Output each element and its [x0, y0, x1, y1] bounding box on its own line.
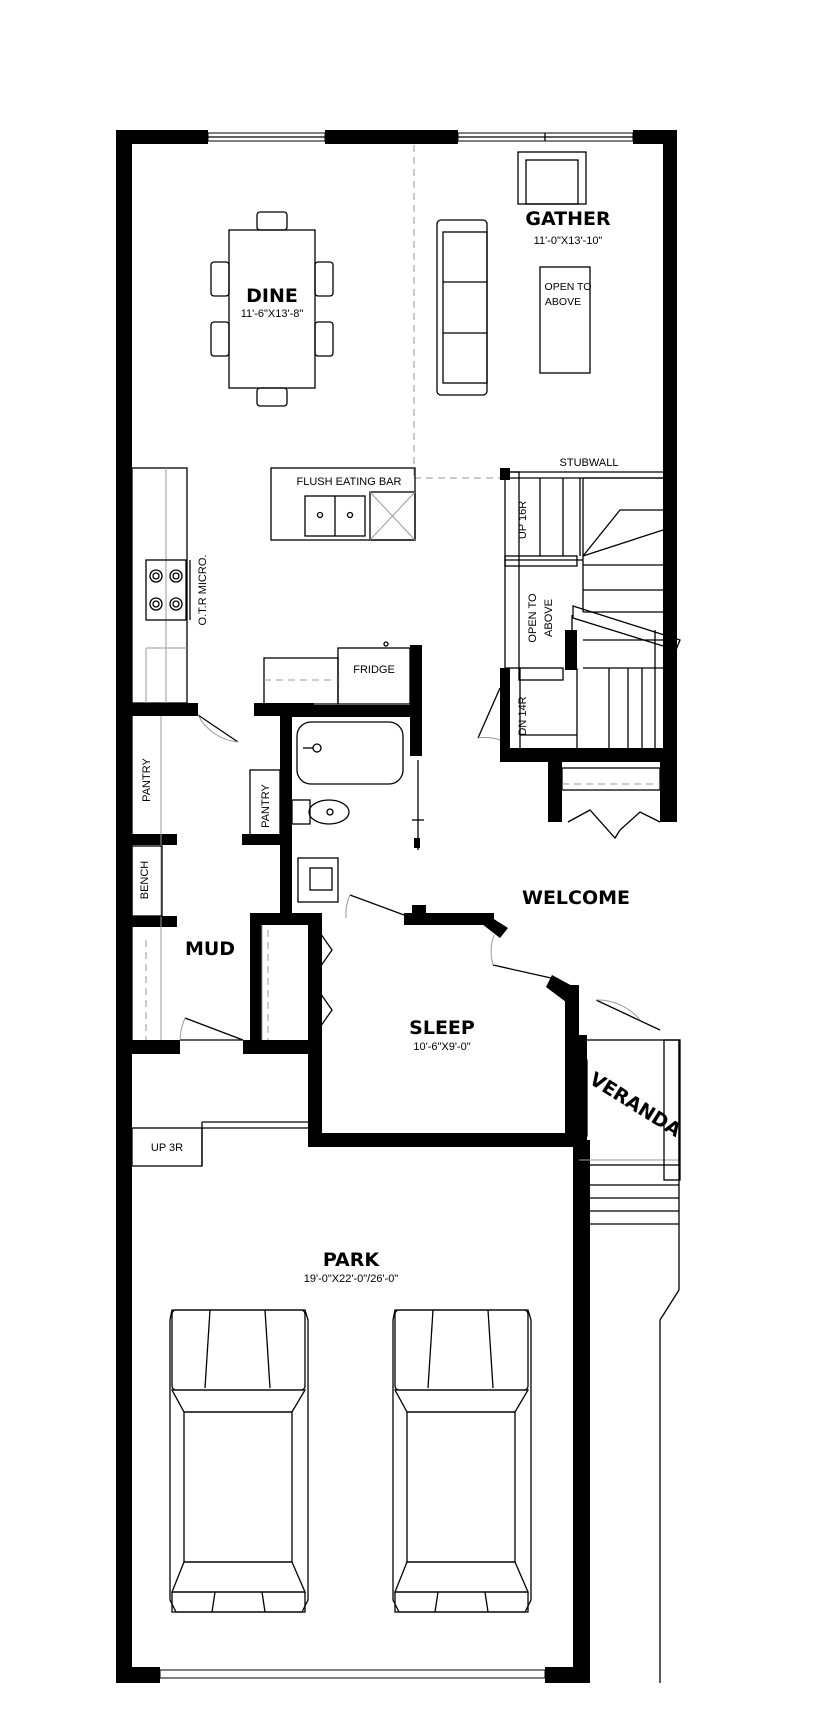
kitchen-island [270, 467, 416, 541]
staircase [504, 471, 681, 748]
pantry-label-2: PANTRY [260, 784, 272, 828]
dine-label: DINE [246, 285, 298, 307]
open-to-above-label-line2: ABOVE [545, 296, 581, 308]
fridge-label: FRIDGE [353, 664, 395, 676]
garage-step [131, 1121, 308, 1167]
open-to-above-label: OPEN TO [545, 281, 592, 293]
room-labels: GATHER 11'-0"X13'-10" DINE 11'-6"X13'-8"… [185, 208, 685, 1285]
stubwall-label: STUBWALL [560, 457, 619, 469]
dine-dimensions: 11'-6"X13'-8" [241, 308, 304, 320]
garage-door [159, 1669, 546, 1679]
stair-door [477, 687, 501, 741]
otr-micro-label: O.T.R MICRO. [197, 555, 209, 626]
sofa [436, 219, 488, 396]
dining-table [210, 211, 334, 407]
sleep-dimensions: 10'-6"X9'-0" [413, 1041, 470, 1053]
pantry-label-1: PANTRY [141, 758, 153, 802]
up-3r-label: UP 3R [151, 1142, 183, 1154]
park-label: PARK [323, 1249, 381, 1271]
veranda-label: VERANDA [586, 1068, 686, 1142]
gather-label: GATHER [525, 208, 611, 230]
ottoman [539, 266, 591, 374]
sleep-label: SLEEP [409, 1017, 475, 1039]
car-left [169, 1309, 309, 1613]
kitchen-counter [131, 467, 191, 704]
mud-label: MUD [185, 938, 235, 960]
fridge [263, 641, 411, 705]
bench-label: BENCH [139, 861, 151, 900]
sleep-room [317, 894, 561, 1031]
up-16r-label: UP 16R [517, 501, 529, 539]
bathroom [291, 721, 424, 903]
welcome-label: WELCOME [522, 887, 630, 909]
car-right [392, 1309, 532, 1613]
open-to-above-stair-label-line2: ABOVE [543, 599, 555, 637]
park-dimensions: 19'-0"X22'-0"/26'-0" [304, 1273, 399, 1285]
mud-door [179, 714, 244, 1041]
armchair [517, 151, 587, 205]
zone-lines [413, 145, 500, 479]
flush-eating-bar-label: FLUSH EATING BAR [297, 476, 402, 488]
welcome-closet [561, 767, 661, 840]
annotation-labels: OPEN TO ABOVE FLUSH EATING BAR STUBWALL … [139, 281, 618, 1154]
entry-door [595, 999, 661, 1031]
mud-room [131, 716, 281, 1040]
veranda [578, 1039, 681, 1683]
dn-14r-label: DN 14R [517, 696, 529, 735]
top-windows [207, 132, 634, 142]
gather-dimensions: 11'-0"X13'-10" [534, 235, 603, 247]
open-to-above-stair-label: OPEN TO [527, 593, 539, 643]
